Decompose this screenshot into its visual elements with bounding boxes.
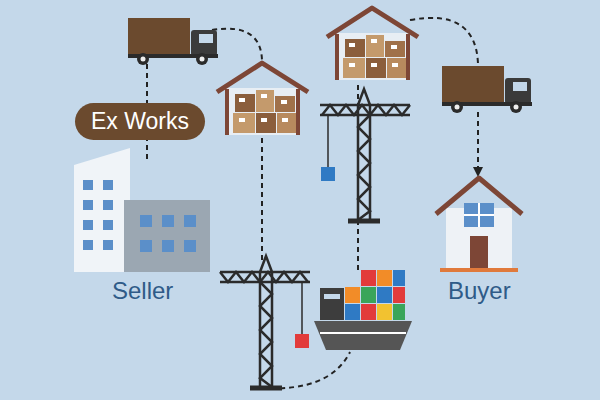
term-text: Ex Works	[91, 108, 189, 134]
term-pill: Ex Works	[75, 103, 205, 140]
party-label: Buyer	[448, 277, 511, 305]
party-label: Seller	[112, 277, 173, 305]
